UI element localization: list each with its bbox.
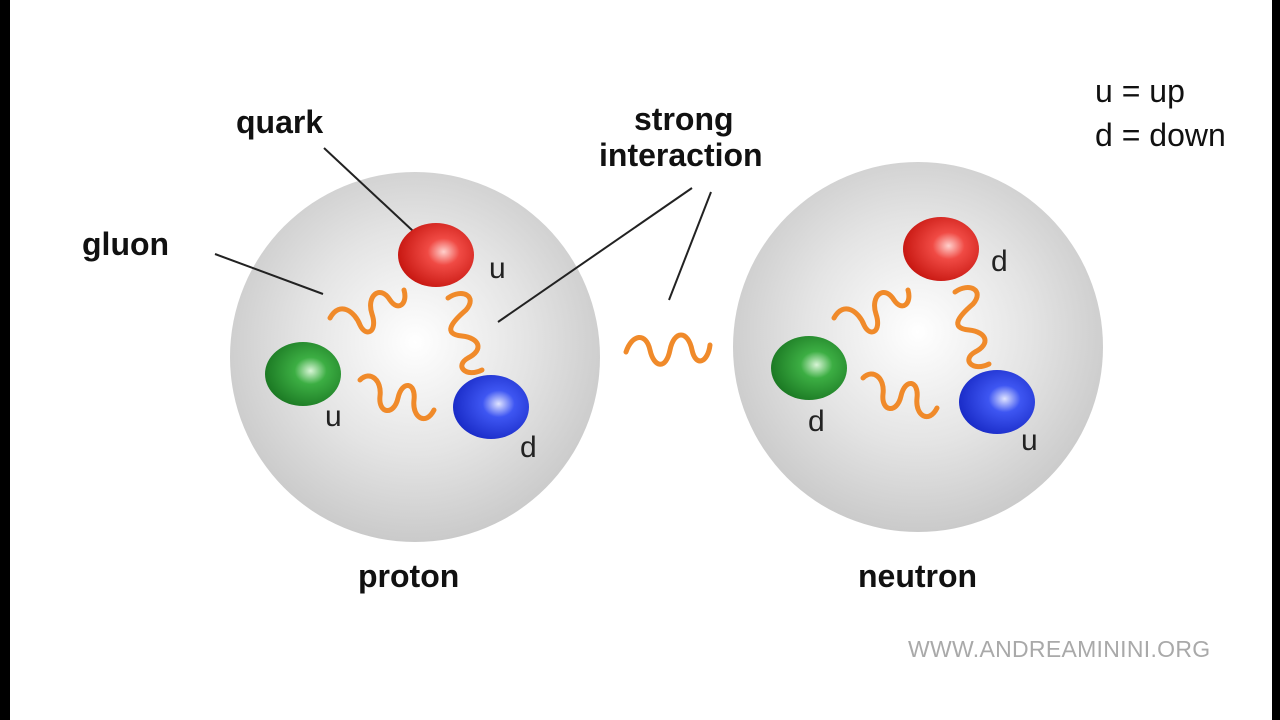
proton-quark-red [398, 223, 474, 287]
strong-interaction-label-line1: strong [634, 101, 734, 137]
gluon-pointer-line [214, 253, 324, 295]
proton-quark-blue-flavor: d [520, 431, 537, 464]
proton-quark-red-flavor: u [489, 252, 506, 285]
quark-pointer-line [323, 147, 429, 246]
gluon-label: gluon [82, 226, 170, 262]
legend-up: u = up [1095, 73, 1185, 109]
neutron-quark-green [771, 336, 847, 400]
strong-interaction-pointer-line [497, 187, 693, 323]
proton-quark-green-flavor: u [325, 400, 342, 433]
diagram-canvas: quark gluon strong interaction proton ne… [10, 0, 1272, 720]
quark-label: quark [236, 104, 324, 140]
neutron-quark-blue-flavor: u [1021, 424, 1038, 457]
gluon-wiggle [860, 371, 940, 420]
watermark: WWW.ANDREAMININI.ORG [908, 636, 1211, 662]
gluon-wiggle [445, 291, 485, 376]
proton-quark-blue [453, 375, 529, 439]
neutron-quark-red [903, 217, 979, 281]
proton-quark-green [265, 342, 341, 406]
neutron-sphere [733, 162, 1103, 532]
gluon-wiggle [952, 285, 992, 370]
neutron-label: neutron [858, 558, 978, 594]
neutron-quark-red-flavor: d [991, 245, 1008, 278]
neutron-quark-blue [959, 370, 1035, 434]
proton-label: proton [358, 558, 460, 594]
diagram-svg [214, 147, 1103, 542]
legend-down: d = down [1095, 117, 1226, 153]
gluon-exchange-wiggle [623, 332, 713, 367]
proton-sphere [230, 172, 600, 542]
gluon-wiggle [831, 287, 912, 335]
neutron-quark-green-flavor: d [808, 405, 825, 438]
strong-interaction-label-line2: interaction [599, 137, 763, 173]
gluon-wiggle [327, 287, 408, 335]
gluon-wiggle [357, 373, 437, 422]
strong-interaction-pointer-line [668, 191, 712, 301]
